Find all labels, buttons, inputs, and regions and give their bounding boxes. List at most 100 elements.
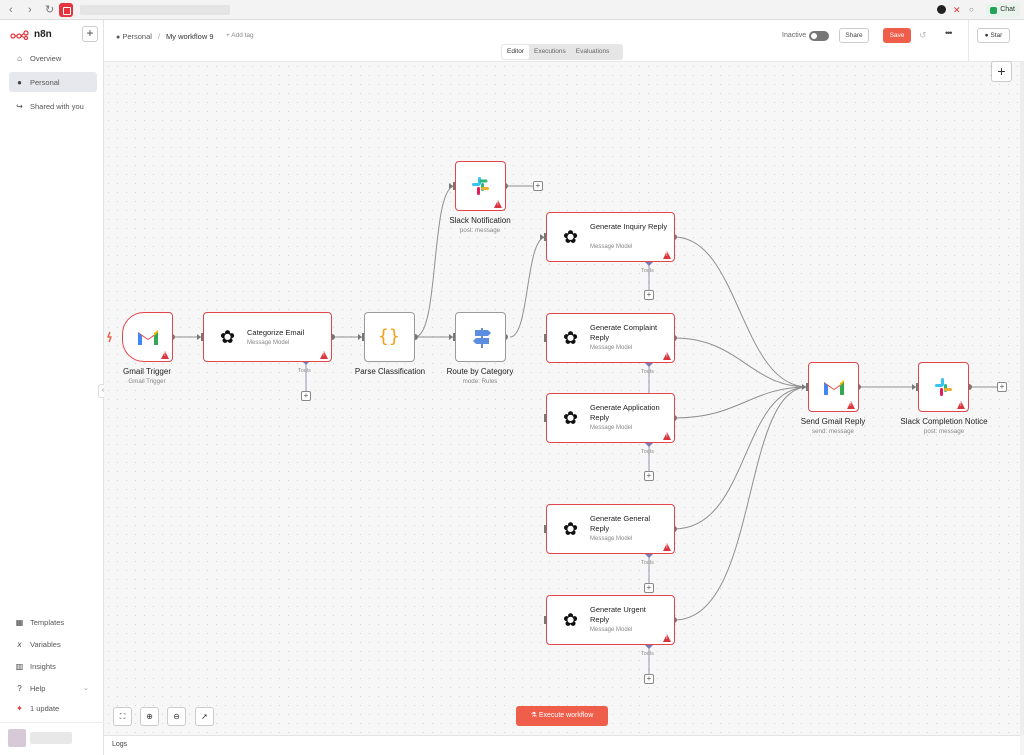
zoom-in-icon: ⊕ bbox=[146, 712, 153, 721]
slack-icon bbox=[472, 177, 489, 195]
add-tool-button[interactable]: + bbox=[301, 391, 311, 401]
home-icon: ⌂ bbox=[17, 53, 22, 63]
chevron-down-icon: ⌄ bbox=[83, 685, 89, 692]
add-tool-button[interactable]: + bbox=[644, 290, 654, 300]
node-route-by-category[interactable] bbox=[455, 312, 506, 362]
github-star-button[interactable]: ● Star bbox=[977, 28, 1010, 43]
zoom-out-button[interactable]: ⊖ bbox=[167, 707, 186, 726]
node-subtitle: Message Model bbox=[590, 345, 633, 351]
tools-label: Tools bbox=[641, 651, 654, 657]
node-slack-notification[interactable] bbox=[455, 161, 506, 211]
fit-view-icon: ⛶ bbox=[119, 712, 126, 721]
node-title: Generate Complaint Reply bbox=[590, 323, 658, 342]
shield-icon[interactable]: ✕ bbox=[953, 5, 961, 15]
sidebar-item-update[interactable]: ✦ 1 update bbox=[16, 703, 60, 713]
node-send-gmail-reply[interactable] bbox=[808, 362, 859, 412]
warning-icon bbox=[847, 401, 855, 409]
undo-icon[interactable]: ↺ bbox=[919, 30, 927, 40]
back-icon[interactable]: ‹ bbox=[9, 4, 13, 16]
node-subtitle: Message Model bbox=[247, 340, 290, 346]
openai-icon: ✿ bbox=[563, 227, 579, 247]
fit-view-button[interactable]: ⛶ bbox=[113, 707, 132, 726]
add-connection-button[interactable]: + bbox=[533, 181, 543, 191]
node-title: Gmail Trigger bbox=[122, 367, 171, 376]
node-subtitle: Message Model bbox=[590, 536, 633, 542]
node-generate-application-reply[interactable]: ✿ Generate Application Reply Message Mod… bbox=[546, 393, 675, 443]
canvas-scrollbar[interactable] bbox=[1020, 62, 1024, 735]
node-title: Generate General Reply bbox=[590, 514, 651, 533]
flask-icon: ⚗ bbox=[530, 712, 537, 719]
execute-workflow-button[interactable]: ⚗ Execute workflow bbox=[516, 706, 608, 726]
tab-executions[interactable]: Executions bbox=[533, 48, 566, 55]
extension-icon[interactable] bbox=[937, 5, 946, 14]
view-tabs: Editor Executions Evaluations bbox=[501, 44, 623, 60]
warning-icon bbox=[494, 200, 502, 208]
slack-icon bbox=[935, 378, 952, 396]
tab-evaluations[interactable]: Evaluations bbox=[575, 48, 610, 55]
add-node-button[interactable]: + bbox=[991, 61, 1012, 82]
active-toggle[interactable] bbox=[809, 31, 829, 41]
node-subtitle: Message Model bbox=[590, 627, 633, 633]
node-gmail-trigger[interactable] bbox=[122, 312, 173, 362]
status-label: Inactive bbox=[782, 32, 807, 39]
sidebar-item-personal[interactable]: ● Personal bbox=[9, 72, 97, 92]
node-title: Generate Urgent Reply bbox=[590, 605, 646, 624]
switch-signpost-icon bbox=[473, 328, 491, 348]
n8n-logo[interactable]: n8n bbox=[10, 29, 52, 40]
node-parse-classification[interactable]: {} bbox=[364, 312, 415, 362]
node-generate-general-reply[interactable]: ✿ Generate General Reply Message Model bbox=[546, 504, 675, 554]
tools-label: Tools bbox=[298, 368, 311, 374]
templates-icon: ▦ bbox=[15, 617, 24, 627]
sidebar-item-templates[interactable]: ▦ Templates bbox=[15, 617, 65, 627]
reload-icon[interactable]: ↻ bbox=[45, 4, 55, 16]
forward-icon[interactable]: › bbox=[28, 4, 32, 16]
zoom-in-button[interactable]: ⊕ bbox=[140, 707, 159, 726]
sidebar-item-overview[interactable]: ⌂ Overview bbox=[9, 48, 97, 68]
workflow-name[interactable]: My workflow 9 bbox=[166, 32, 214, 41]
gift-icon: ✦ bbox=[16, 703, 23, 713]
tidy-up-button[interactable]: ➚ bbox=[195, 707, 214, 726]
add-connection-button[interactable]: + bbox=[997, 382, 1007, 392]
save-button[interactable]: Save bbox=[883, 28, 911, 43]
warning-icon bbox=[161, 351, 169, 359]
openai-icon: ✿ bbox=[563, 328, 579, 348]
node-generate-complaint-reply[interactable]: ✿ Generate Complaint Reply Message Model bbox=[546, 313, 675, 363]
share-button[interactable]: Share bbox=[839, 28, 869, 43]
add-tag-button[interactable]: + Add tag bbox=[226, 32, 254, 39]
create-button[interactable]: + bbox=[82, 26, 98, 42]
sidebar-item-help[interactable]: ? Help ⌄ bbox=[9, 678, 97, 698]
chat-button[interactable]: Chat bbox=[986, 3, 1020, 17]
node-generate-urgent-reply[interactable]: ✿ Generate Urgent Reply Message Model bbox=[546, 595, 675, 645]
tools-label: Tools bbox=[641, 268, 654, 274]
extension-icon[interactable] bbox=[59, 3, 73, 17]
warning-icon bbox=[663, 432, 671, 440]
zoom-out-icon: ⊖ bbox=[173, 712, 180, 721]
avatar[interactable] bbox=[8, 729, 26, 747]
github-icon: ● bbox=[984, 32, 989, 39]
gmail-icon bbox=[824, 380, 844, 395]
address-bar[interactable] bbox=[80, 5, 230, 15]
add-tool-button[interactable]: + bbox=[644, 674, 654, 684]
sidebar-item-insights[interactable]: ▥ Insights bbox=[15, 661, 56, 671]
chat-bubble-icon[interactable]: ○ bbox=[969, 5, 974, 14]
logs-panel[interactable]: Logs bbox=[104, 735, 1020, 755]
warning-icon bbox=[663, 543, 671, 551]
breadcrumb-project[interactable]: ● Personal bbox=[116, 32, 152, 41]
more-menu-button[interactable]: ••• bbox=[945, 28, 953, 38]
sidebar-item-shared[interactable]: ↪ Shared with you bbox=[16, 101, 84, 111]
node-slack-completion-notice[interactable] bbox=[918, 362, 969, 412]
node-subtitle: post: message bbox=[459, 227, 501, 234]
header-divider bbox=[968, 20, 969, 62]
chat-icon bbox=[990, 6, 998, 14]
node-categorize-email[interactable]: ✿ Categorize Email Message Model bbox=[203, 312, 332, 362]
node-generate-inquiry-reply[interactable]: ✿ Generate Inquiry Reply Message Model bbox=[546, 212, 675, 262]
n8n-logo-icon bbox=[10, 29, 29, 40]
openai-icon: ✿ bbox=[220, 327, 236, 347]
tab-editor[interactable]: Editor bbox=[502, 45, 529, 59]
node-title: Generate Application Reply bbox=[590, 403, 660, 422]
add-tool-button[interactable]: + bbox=[644, 471, 654, 481]
sidebar-item-variables[interactable]: x Variables bbox=[9, 634, 97, 654]
openai-icon: ✿ bbox=[563, 610, 579, 630]
node-subtitle: Gmail Trigger bbox=[128, 378, 166, 385]
add-tool-button[interactable]: + bbox=[644, 583, 654, 593]
